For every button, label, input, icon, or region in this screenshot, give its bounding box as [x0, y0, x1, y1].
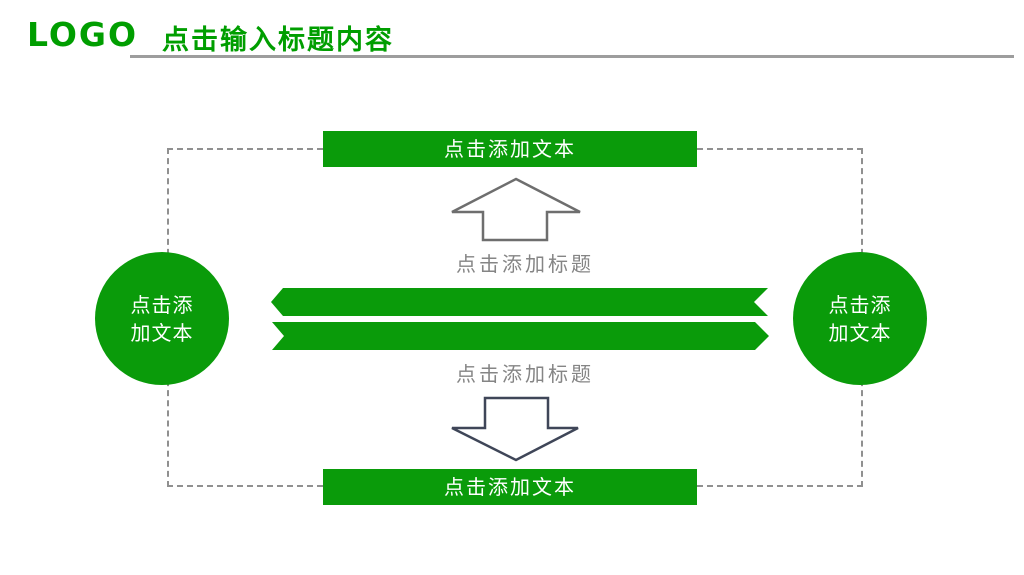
page-title-placeholder[interactable]: 点击输入标题内容: [162, 25, 394, 56]
top-caption-placeholder[interactable]: 点击添加标题: [456, 252, 594, 276]
bottom-text-placeholder-bar[interactable]: 点击添加文本: [323, 469, 697, 505]
bottom-caption-placeholder[interactable]: 点击添加标题: [456, 362, 594, 386]
title-underline-rule: [130, 55, 1014, 58]
logo-text: LOGO: [27, 15, 139, 54]
ribbon-arrows-group: [271, 288, 769, 350]
down-block-arrow-icon: [451, 396, 579, 462]
left-circle-placeholder[interactable]: 点击添 加文本: [95, 252, 229, 385]
left-pointing-ribbon-arrow-icon: [271, 288, 768, 316]
top-text-placeholder-bar[interactable]: 点击添加文本: [323, 131, 697, 167]
right-circle-placeholder[interactable]: 点击添 加文本: [793, 252, 927, 385]
up-block-arrow-icon: [451, 177, 581, 242]
right-pointing-ribbon-arrow-icon: [272, 322, 769, 350]
